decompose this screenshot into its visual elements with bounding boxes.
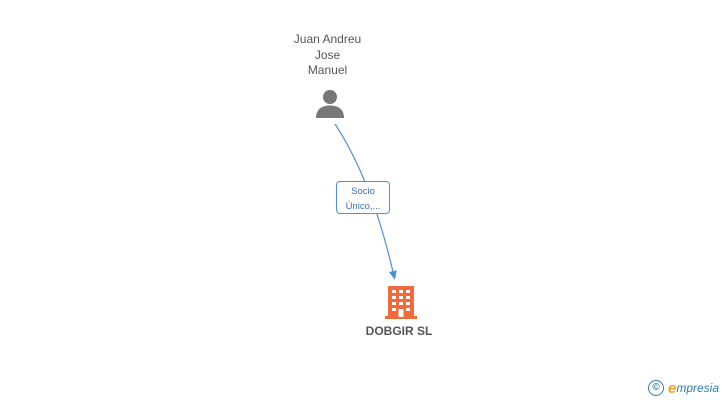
copyright-icon: © [648, 380, 664, 396]
relation-label-line-1: Socio [351, 186, 375, 197]
relation-label-line-2: Único,... [345, 201, 381, 212]
person-name-line-1: Juan Andreu [293, 32, 362, 46]
brand-logo-letter: e [668, 379, 677, 397]
building-icon[interactable] [384, 284, 418, 320]
person-icon[interactable] [314, 88, 346, 118]
person-name-line-3: Manuel [307, 63, 348, 77]
relation-label[interactable]: Socio Único,... [336, 181, 390, 214]
person-name[interactable]: Juan Andreu Jose Manuel [270, 32, 385, 79]
brand-logo-text: mpresia [676, 381, 720, 395]
company-name[interactable]: DOBGIR SL [365, 324, 433, 338]
empresia-logo[interactable]: © e mpresia [648, 378, 728, 398]
person-name-line-2: Jose [314, 47, 341, 62]
